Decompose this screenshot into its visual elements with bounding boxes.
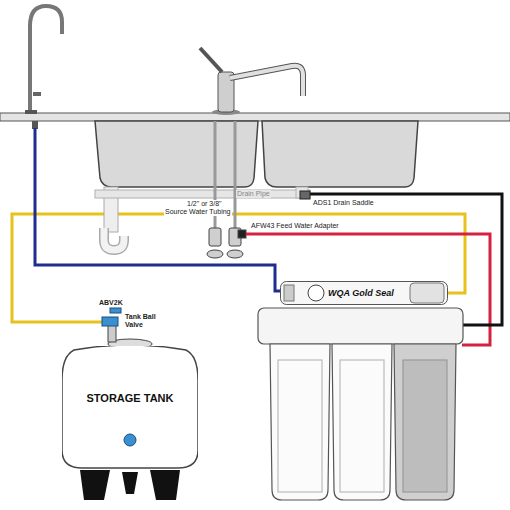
drain-saddle-label: ADS1 Drain Saddle [312, 199, 375, 207]
housing-cap [284, 285, 294, 301]
tank-outline [62, 346, 198, 470]
source-tubing-label: Source Water Tubing [164, 208, 232, 216]
valve-name: Tank Ball Valve [124, 313, 166, 329]
ro-faucet-part [32, 121, 38, 129]
filter-bank-part [278, 360, 322, 492]
counter-top [0, 113, 510, 121]
drain-pipe-part [95, 190, 310, 198]
drain-saddle-part [300, 191, 310, 199]
drain-saddle [300, 191, 310, 199]
tubing-part [306, 194, 502, 325]
tank-fittings-part [102, 317, 118, 326]
storage-tank: STORAGE TANK [62, 346, 198, 470]
tubing-size: 1/2" or 3/8" [186, 200, 223, 208]
double-sink [95, 121, 418, 187]
kitchen-faucet-part [200, 48, 222, 72]
filter-bank-part [340, 360, 384, 492]
filter-bank-part [394, 344, 456, 500]
filter-bank [258, 308, 463, 500]
angle-stop-valves [207, 228, 246, 258]
angle-stop-valves-part [238, 230, 246, 238]
kitchen-faucet-part [230, 66, 303, 96]
tank-body [62, 346, 198, 468]
tubing-part [246, 234, 490, 345]
post-filter [410, 283, 444, 303]
tubing-part [35, 128, 282, 291]
ro-faucet-part [25, 110, 37, 114]
tank-title: STORAGE TANK [87, 392, 174, 404]
drain-pipe [95, 187, 310, 250]
gold-seal-badge [308, 285, 324, 301]
angle-stop-valves-part [209, 228, 221, 246]
double-sink-part [262, 121, 418, 187]
filter-bank-part [403, 360, 447, 492]
ro-faucet-part [30, 6, 62, 112]
ro-faucet-part [33, 92, 41, 96]
tank-fittings-part [80, 470, 180, 500]
tank-fittings-part [110, 308, 121, 313]
angle-stop-valves-part [207, 250, 223, 258]
angle-stop-valves-part [227, 250, 243, 258]
filter-bank-part [332, 344, 392, 500]
housing-brand: WQA Gold Seal [328, 288, 394, 298]
housing-body [281, 282, 448, 305]
filter-bank-part [270, 344, 330, 500]
tank-drain-plug [124, 434, 136, 446]
counter-top-part [0, 113, 510, 121]
membrane-housing: WQA Gold Seal [280, 281, 448, 305]
kitchen-faucet-part [230, 66, 303, 96]
feed-adapter-label: AFW43 Feed Water Adapter [250, 222, 340, 230]
tubing [35, 128, 502, 345]
drain-pipe-part [104, 228, 124, 250]
drain-pipe-label: Drain Pipe [236, 190, 271, 198]
valve-part-number: ABV2K [98, 299, 124, 307]
filter-bank-part [258, 308, 463, 344]
drain-pipe-part [104, 228, 124, 250]
ro-faucet [25, 6, 62, 129]
